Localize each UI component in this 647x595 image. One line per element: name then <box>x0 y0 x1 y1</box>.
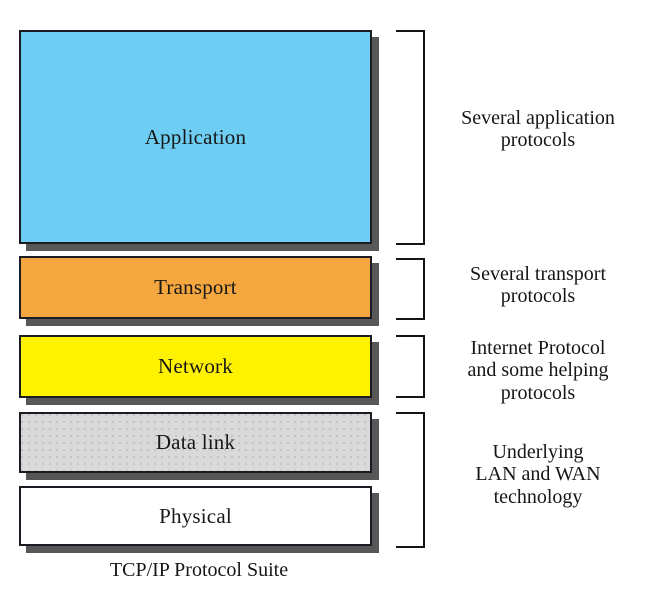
layer-label-application: Application <box>144 124 247 149</box>
bracket-link-physical <box>396 412 425 548</box>
annotation-line: Internet Protocol <box>470 337 606 359</box>
annotation-line: protocols <box>500 129 576 152</box>
layer-label-transport: Transport <box>154 275 237 299</box>
layer-box-physical[interactable]: Physical <box>19 486 372 546</box>
layer-box-network[interactable]: Network <box>19 335 372 398</box>
layer-box-data-link[interactable]: Data link <box>19 412 372 473</box>
transport-annotation: Several transport protocols <box>432 263 644 308</box>
layer-box-application[interactable]: Application <box>19 30 372 244</box>
bracket-transport <box>396 258 425 320</box>
diagram-caption: TCP/IP Protocol Suite <box>109 559 289 581</box>
annotation-line: Several transport <box>469 263 607 285</box>
annotation-line: protocols <box>500 381 576 404</box>
annotation-line: technology <box>493 485 583 508</box>
annotation-line: and some helping <box>467 359 609 382</box>
annotation-line: Underlying <box>492 441 584 463</box>
layer-label-data-link: Data link <box>155 430 236 454</box>
layer-label-network: Network <box>158 354 233 378</box>
layer-box-transport[interactable]: Transport <box>19 256 372 319</box>
network-annotation: Internet Protocol and some helping proto… <box>430 337 646 404</box>
annotation-line: protocols <box>500 285 576 308</box>
layer-label-physical: Physical <box>159 503 232 528</box>
application-annotation: Several application protocols <box>432 107 644 152</box>
bracket-application <box>396 30 425 245</box>
link-physical-annotation: Underlying LAN and WAN technology <box>430 441 646 508</box>
annotation-line: Several application <box>461 107 615 129</box>
bracket-network <box>396 335 425 398</box>
annotation-line: LAN and WAN <box>475 463 601 486</box>
